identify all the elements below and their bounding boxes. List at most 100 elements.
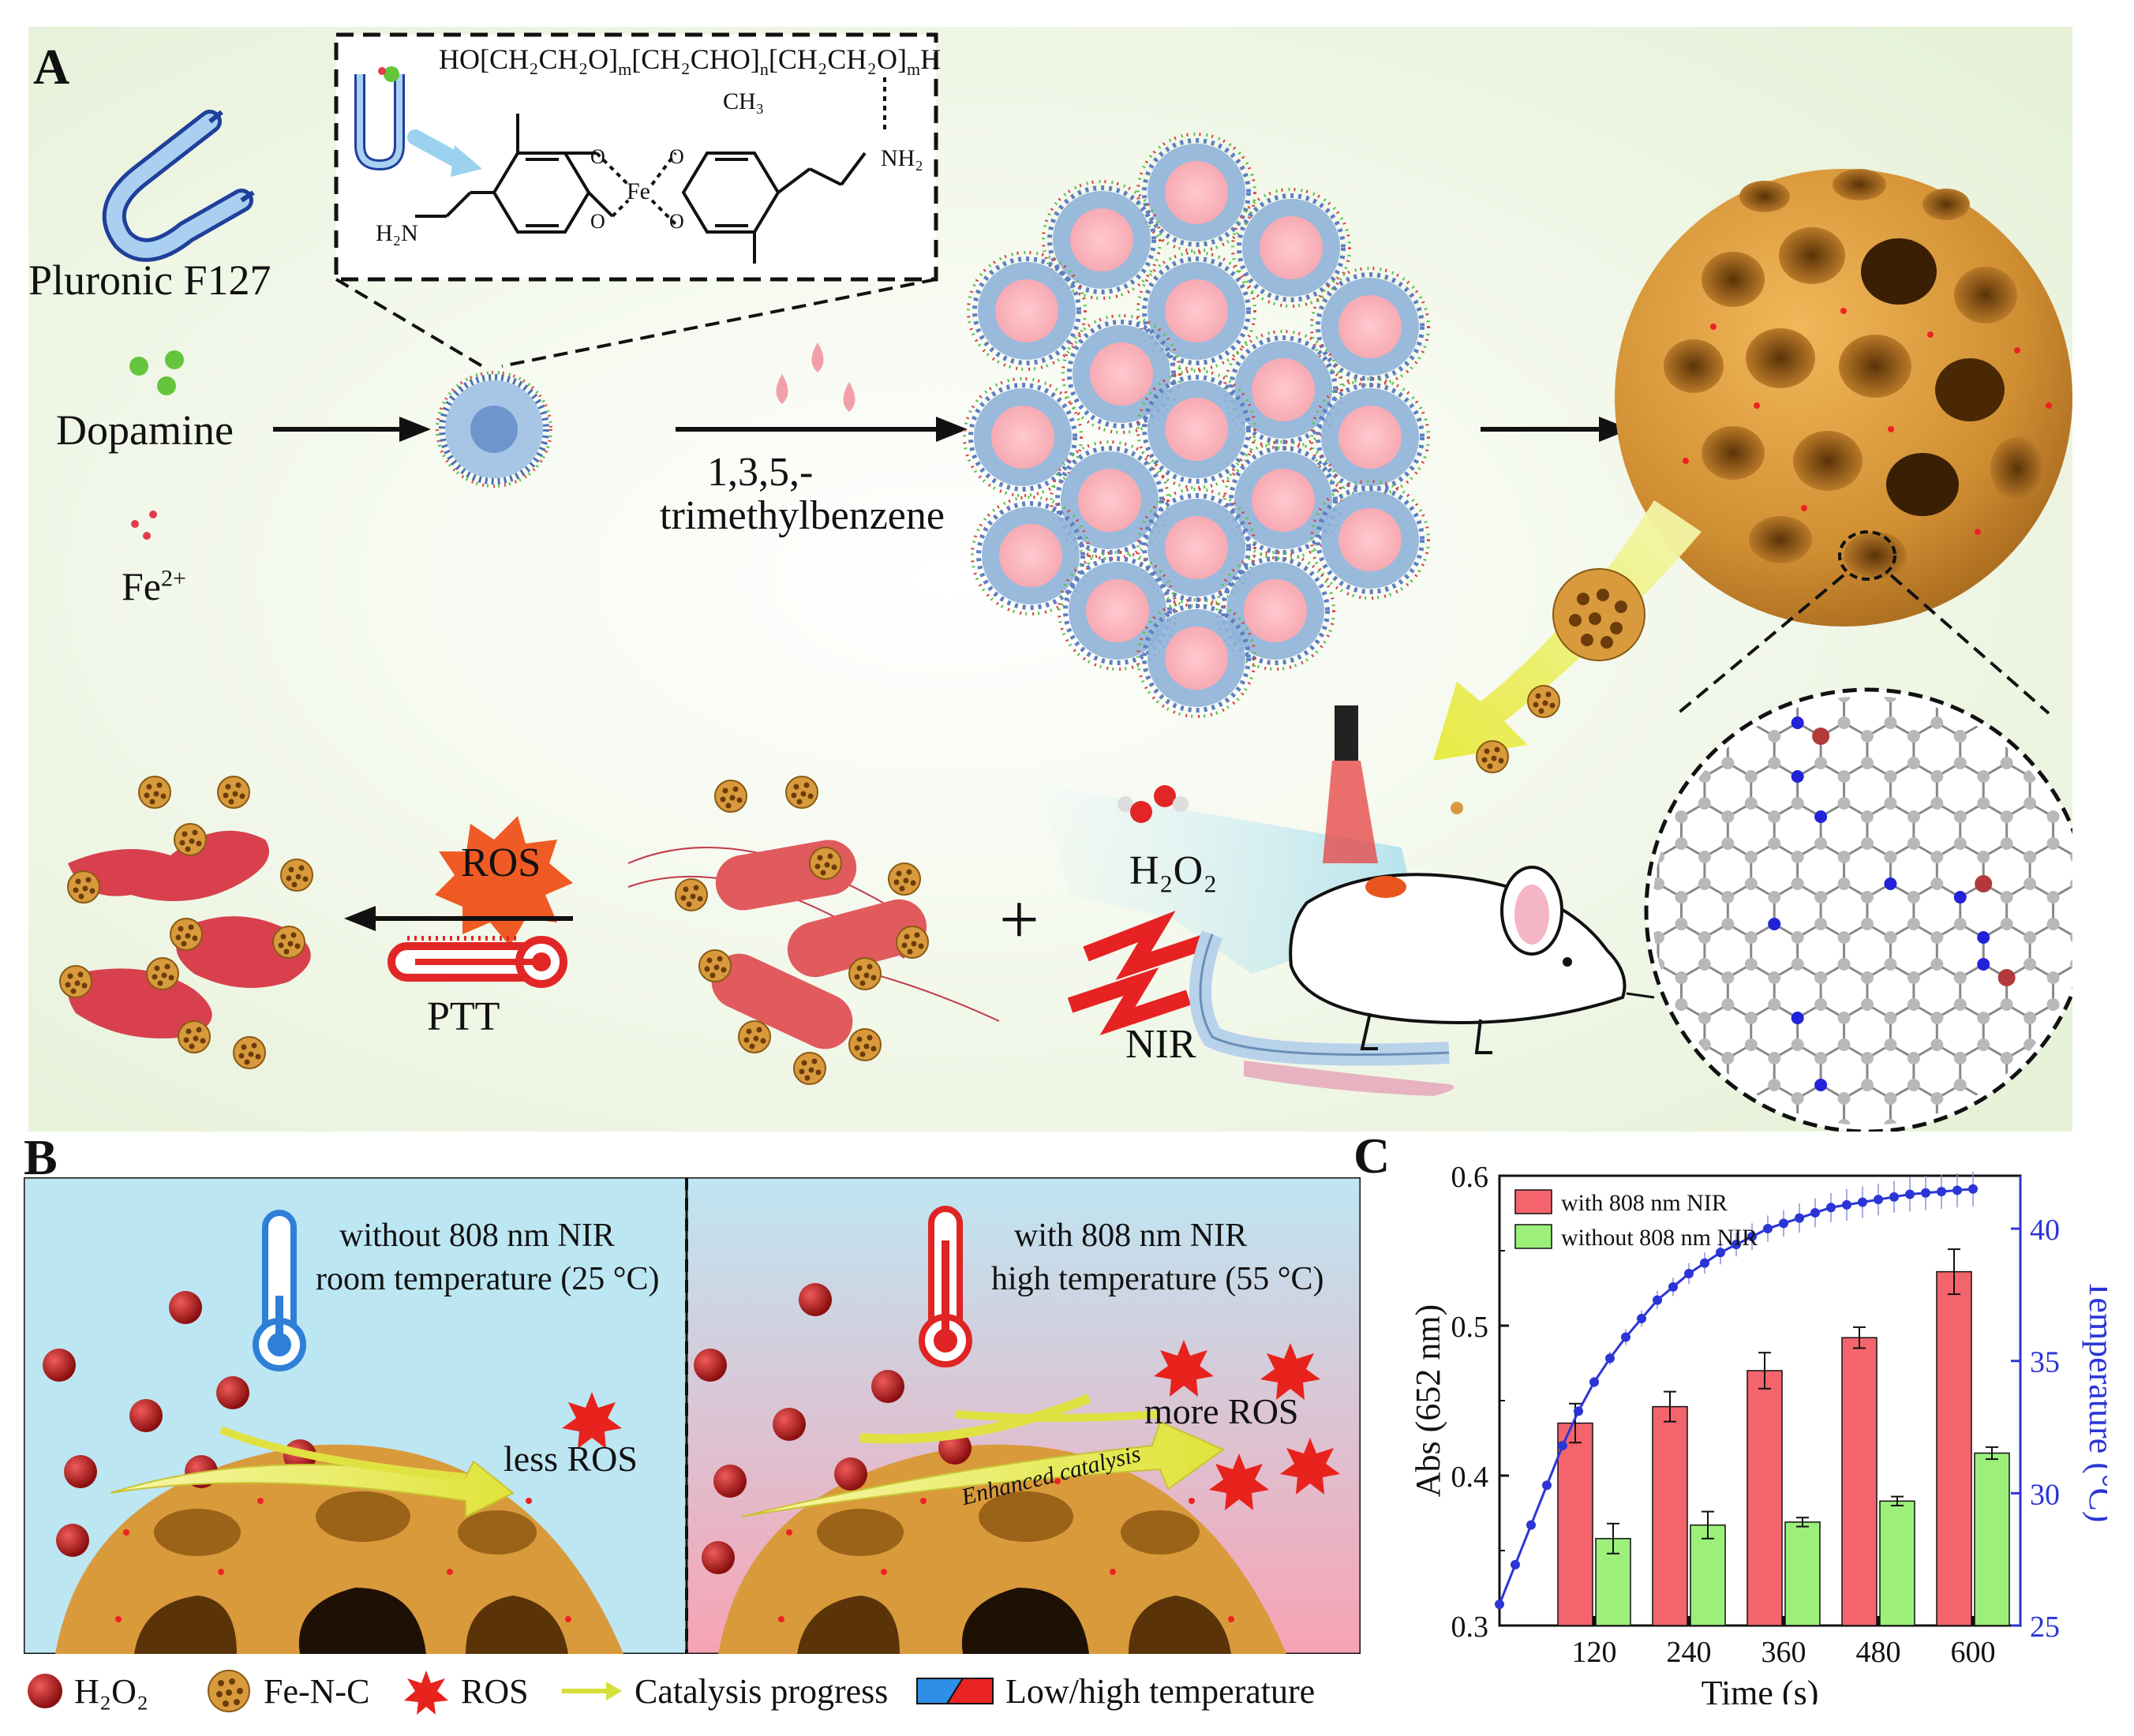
legend-label-without-nir: without 808 nm NIR <box>1561 1225 1758 1251</box>
catalysis-arrow-right <box>741 1420 1226 1517</box>
dopamine-icon <box>129 350 184 395</box>
temperature-point <box>1826 1203 1836 1213</box>
ros-stars-right <box>1154 1340 1340 1510</box>
arrow-1 <box>273 417 431 442</box>
legend-catalysis: Catalysis progress <box>560 1663 888 1719</box>
y-axis-label: Abs (652 nm) <box>1413 1304 1447 1497</box>
dopamine-label: Dopamine <box>56 406 234 454</box>
oxygen-3: O <box>669 145 684 168</box>
legend-swatch-with-nir <box>1514 1189 1552 1214</box>
temperature-point <box>1732 1240 1741 1250</box>
hot-thermometer-icon <box>919 1206 972 1367</box>
bar-with-nir <box>1557 1422 1593 1626</box>
panel-b: without 808 nm NIR room temperature (25 … <box>22 1176 1362 1656</box>
bar-without-nir <box>1784 1521 1821 1626</box>
plus-sign: + <box>999 881 1039 959</box>
oxygen-1: O <box>590 145 605 168</box>
ros-label: ROS <box>461 840 541 885</box>
legend-ros: ROS <box>402 1663 529 1719</box>
temperature-point <box>1937 1187 1946 1197</box>
temperature-point <box>1842 1199 1851 1210</box>
panel-b-legend: H₂O₂ Fe-N-C ROS Catalysis progress Low/h… <box>24 1663 1365 1719</box>
temperature-legend-icon <box>916 1678 994 1704</box>
temperature-point <box>1968 1184 1978 1194</box>
legend-fenc-text: Fe-N-C <box>264 1671 370 1711</box>
polymer-formula: HO[CH₂CH₂O]m[CH₂CHO]n[CH₂CH₂O]mH <box>439 43 942 80</box>
temperature-point <box>1637 1314 1646 1324</box>
temperature-point <box>1874 1195 1883 1205</box>
panel-b-letter: B <box>24 1129 58 1185</box>
bar-without-nir <box>1974 1452 2010 1626</box>
bar-without-nir <box>1879 1500 1915 1626</box>
mouse-icon <box>1189 866 1655 1096</box>
catalysis-legend-icon <box>562 1682 622 1700</box>
iron-ion-label: Fe2+ <box>122 564 186 608</box>
temperature-point <box>1889 1192 1899 1202</box>
y-tick-label: 0.5 <box>1451 1311 1489 1344</box>
temperature-point <box>1495 1599 1504 1610</box>
y-tick-label: 0.6 <box>1451 1161 1489 1194</box>
small-pluronic-icon <box>354 66 482 177</box>
temperature-point <box>1763 1224 1773 1234</box>
ros-legend-icon <box>404 1671 448 1715</box>
temperature-point <box>1589 1377 1599 1387</box>
x-tick-label: 240 <box>1667 1636 1712 1669</box>
temperature-point <box>1605 1353 1615 1364</box>
left-condition-line2: room temperature (25 °C) <box>316 1261 660 1297</box>
temperature-point <box>1716 1248 1725 1258</box>
dead-bacteria-group <box>59 776 313 1069</box>
fenc-legend-icon <box>208 1670 250 1712</box>
temperature-point <box>1700 1258 1709 1268</box>
catechol-fe-structure <box>415 74 886 264</box>
more-ros-label: more ROS <box>1144 1391 1299 1431</box>
arrow-2 <box>676 417 968 442</box>
h2o2-legend-icon <box>28 1674 62 1708</box>
thermometer-icon <box>387 936 567 988</box>
ptt-label: PTT <box>427 994 500 1039</box>
laser-icon <box>1323 705 1378 863</box>
temperature-point <box>1542 1480 1552 1491</box>
legend-swatch-without-nir <box>1514 1224 1552 1249</box>
panel-a: A Pluronic F127 Dopamine Fe2+ HO[CH₂CH₂O… <box>28 27 2091 1134</box>
legend-h2o2-text: H₂O₂ <box>74 1671 149 1711</box>
temperature-point <box>1747 1232 1757 1242</box>
zoom-marker <box>1838 530 1896 581</box>
bar-with-nir <box>1652 1405 1688 1626</box>
y2-tick-label: 35 <box>2030 1346 2060 1379</box>
legend-label-with-nir: with 808 nm NIR <box>1561 1190 1728 1216</box>
bar-without-nir <box>1690 1524 1726 1626</box>
legend-temperature-text: Low/high temperature <box>1005 1671 1316 1711</box>
panel-a-letter: A <box>33 39 70 95</box>
temperature-point <box>1858 1197 1867 1207</box>
oxygen-4: O <box>669 210 684 233</box>
tmb-droplets-icon <box>776 342 855 412</box>
amine-left: H₂N <box>376 220 418 246</box>
amine-right: NH₂ <box>881 145 923 171</box>
temperature-point <box>1905 1189 1915 1199</box>
bar-with-nir <box>1841 1337 1878 1626</box>
fe-n-c-sphere-medium <box>1552 568 1645 661</box>
temperature-point <box>1668 1281 1678 1292</box>
y2-tick-label: 25 <box>2030 1611 2060 1644</box>
tmb-label-line2: trimethylbenzene <box>660 493 945 538</box>
h2o2-molecule-icon <box>1118 785 1189 823</box>
x-tick-label: 600 <box>1951 1636 1996 1669</box>
ros-star-left <box>562 1392 622 1449</box>
h2o2-balls-right <box>694 1283 972 1574</box>
legend-h2o2: H₂O₂ <box>24 1663 148 1719</box>
iron-center: Fe <box>627 178 650 204</box>
h2o2-balls-left <box>43 1291 316 1557</box>
fe-n-c-tiny <box>1451 802 1463 814</box>
y-tick-label: 0.3 <box>1451 1611 1489 1644</box>
temperature-point <box>1810 1207 1820 1218</box>
nir-label: NIR <box>1125 1022 1196 1067</box>
legend-catalysis-text: Catalysis progress <box>635 1671 889 1711</box>
legend-ros-text: ROS <box>461 1671 529 1711</box>
temperature-point <box>1621 1332 1630 1342</box>
panel-b-diagram <box>22 1176 1362 1656</box>
tmb-label-line1: 1,3,5,- <box>707 450 814 495</box>
left-condition-line1: without 808 nm NIR <box>339 1218 615 1254</box>
fe-n-c-sphere-large <box>1615 169 2072 627</box>
temperature-point <box>1558 1441 1567 1450</box>
